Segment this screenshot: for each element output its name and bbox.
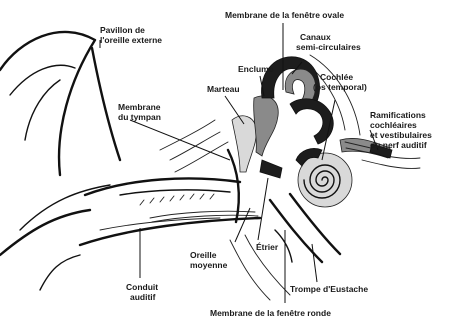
label-membrane-fenetre-ovale: Membrane de la fenêtre ovale: [225, 10, 344, 20]
ossicles-drawing: [232, 96, 282, 178]
label-ramifications: Ramifications cochléaires et vestibulair…: [370, 110, 434, 150]
label-oreille-moyenne: Oreille moyenne: [190, 250, 228, 270]
label-conduit-auditif: Conduit auditif: [126, 282, 160, 302]
label-enclume: Enclume: [238, 64, 274, 74]
ear-canal-drawing: [80, 178, 260, 245]
label-etrier: Étrier: [256, 242, 279, 252]
label-membrane-tympan: Membrane du tympan: [118, 102, 163, 122]
label-membrane-fenetre-ronde: Membrane de la fenêtre ronde: [210, 308, 331, 318]
label-canaux-semi-circulaires: Canaux semi-circulaires: [296, 32, 361, 52]
cochlea-drawing: [296, 148, 352, 207]
label-trompe-eustache: Trompe d'Eustache: [290, 284, 368, 294]
label-pavillon: Pavillon de l'oreille externe: [100, 25, 162, 45]
label-cochlee: Cochlée (os temporal): [313, 72, 367, 92]
outer-ear-drawing: [0, 32, 120, 290]
label-marteau: Marteau: [207, 84, 240, 94]
